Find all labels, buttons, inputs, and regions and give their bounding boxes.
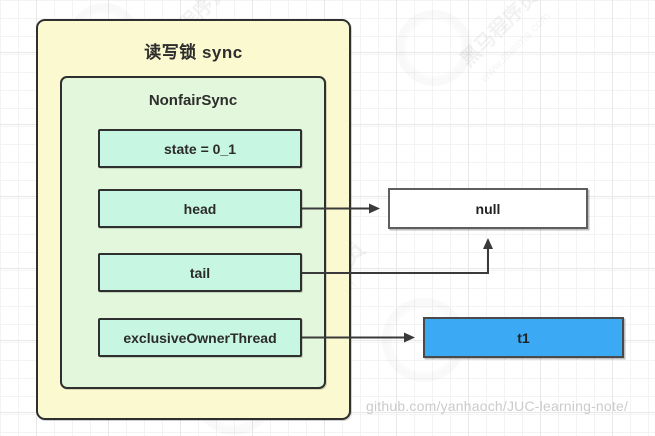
field-state: state = 0_1 bbox=[98, 129, 302, 168]
sync-outer-title: 读写锁 sync bbox=[144, 43, 243, 62]
null-node: null bbox=[388, 188, 588, 229]
field-exclusive-owner-thread: exclusiveOwnerThread bbox=[98, 318, 302, 357]
field-head: head bbox=[98, 189, 302, 228]
credit-link-text: github.com/yanhaoch/JUC-learning-note/ bbox=[366, 398, 629, 414]
watermark-url-text: www.itheima.com bbox=[476, 9, 553, 85]
nonfairsync-title: NonfairSync bbox=[148, 92, 238, 109]
watermark-logo-icon bbox=[396, 10, 472, 86]
field-tail: tail bbox=[98, 253, 302, 292]
t1-node: t1 bbox=[423, 317, 624, 358]
